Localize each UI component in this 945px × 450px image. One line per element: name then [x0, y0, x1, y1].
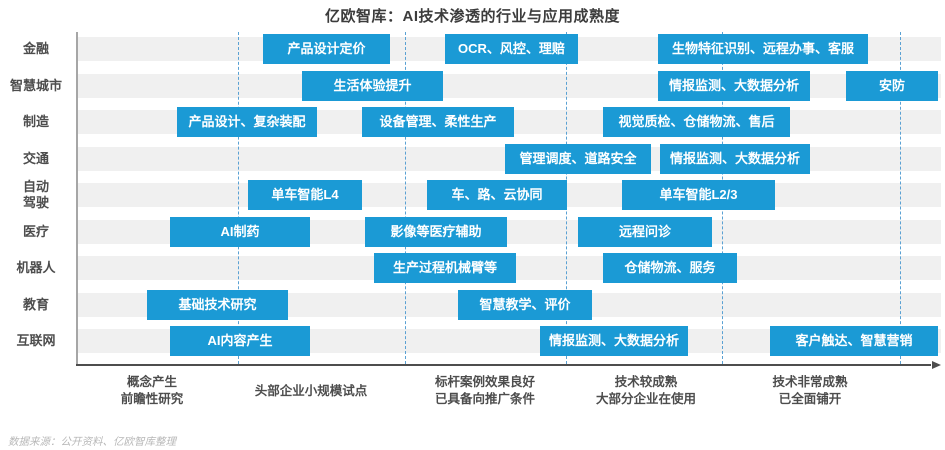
task-box: 智慧教学、评价 — [458, 289, 592, 320]
task-box: 情报监测、大数据分析 — [660, 143, 810, 174]
row-label: 金融 — [22, 41, 49, 56]
stage-label: 标杆案例效果良好 已具备向推广条件 — [434, 375, 536, 406]
row-label: 交通 — [22, 150, 49, 166]
x-axis-arrowhead — [932, 361, 941, 369]
task-box: 管理调度、道路安全 — [505, 143, 651, 174]
y-axis-line — [76, 32, 78, 364]
row-label: 机器人 — [16, 260, 56, 275]
task-box: 客户触达、智慧营销 — [770, 326, 938, 356]
task-box: 生活体验提升 — [302, 70, 443, 101]
task-box: 安防 — [846, 70, 938, 101]
task-box: AI内容产生 — [170, 326, 310, 356]
x-axis-line — [76, 364, 931, 366]
chart-title: 亿欧智库：AI技术渗透的行业与应用成熟度 — [324, 8, 620, 25]
task-box: 车、路、云协同 — [427, 180, 567, 210]
stage-label: 技术非常成熟 已全面铺开 — [772, 375, 848, 406]
task-box: 单车智能L2/3 — [622, 180, 775, 210]
task-box: 生产过程机械臂等 — [374, 253, 516, 283]
row-label: 制造 — [22, 114, 49, 129]
stage-gridline — [900, 32, 901, 364]
stage-label: 头部企业小规模试点 — [254, 383, 368, 398]
task-box: 产品设计、复杂装配 — [177, 107, 317, 137]
row-band — [78, 73, 941, 98]
stage-label: 概念产生 前瞻性研究 — [120, 375, 184, 406]
task-box: 影像等医疗辅助 — [365, 216, 507, 247]
task-box: 生物特征识别、远程办事、客服 — [658, 34, 868, 64]
row-label: 教育 — [22, 296, 49, 312]
task-box: 仓储物流、服务 — [603, 253, 737, 283]
task-box: 产品设计定价 — [263, 34, 390, 64]
row-label: 互联网 — [16, 333, 56, 348]
row-label: 智慧城市 — [9, 77, 62, 93]
row-label: 医疗 — [22, 223, 49, 239]
stage-gridline — [238, 32, 239, 364]
task-box: 基础技术研究 — [147, 289, 288, 320]
task-box: 情报监测、大数据分析 — [658, 70, 810, 101]
task-box: OCR、风控、理赔 — [445, 34, 578, 64]
row-label: 自动 驾驶 — [22, 179, 49, 210]
source-note: 数据来源：公开资料、亿欧智库整理 — [8, 436, 176, 448]
task-box: 设备管理、柔性生产 — [362, 107, 514, 137]
task-box: 远程问诊 — [578, 216, 712, 247]
task-box: 情报监测、大数据分析 — [540, 326, 688, 356]
stage-gridline — [405, 32, 406, 364]
task-box: 视觉质检、仓储物流、售后 — [603, 107, 790, 137]
stage-label: 技术较成熟 大部分企业在使用 — [595, 375, 697, 406]
task-box: 单车智能L4 — [248, 180, 362, 210]
task-box: AI制药 — [170, 216, 310, 247]
